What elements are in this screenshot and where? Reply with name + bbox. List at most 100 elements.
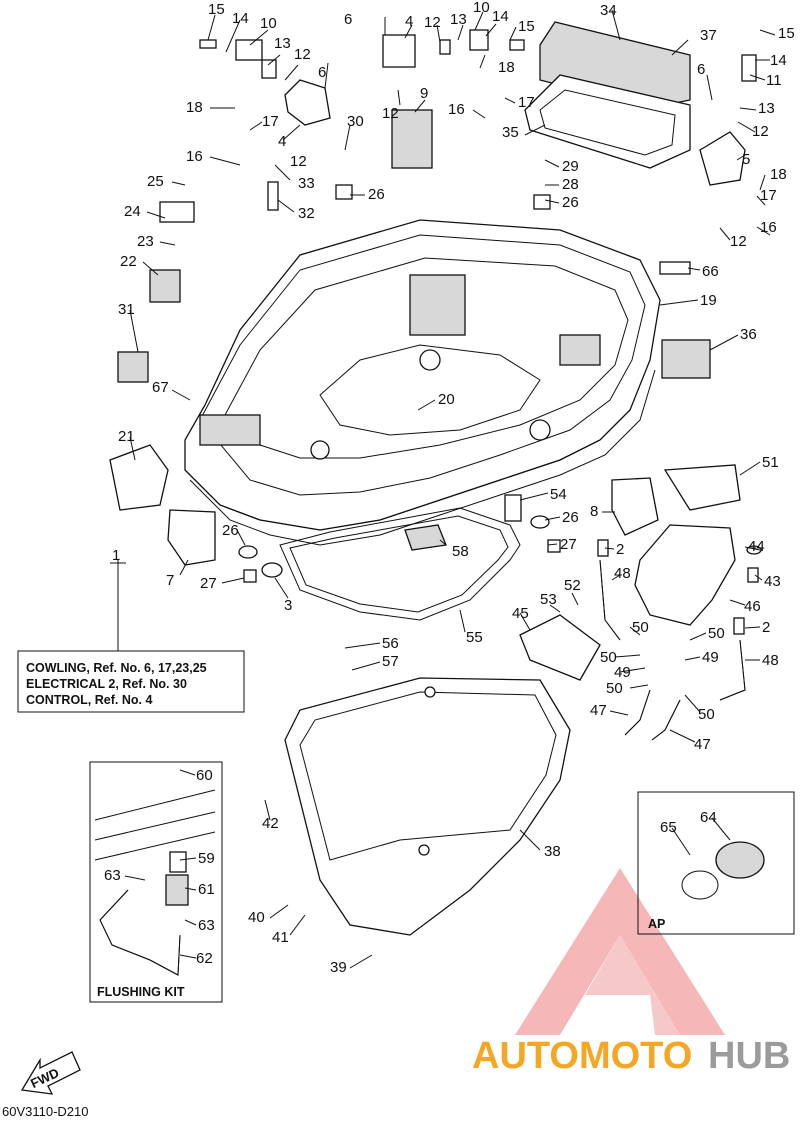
callout-14: 14 bbox=[492, 8, 509, 25]
callout-18: 18 bbox=[498, 59, 515, 76]
callout-14: 14 bbox=[770, 52, 787, 69]
callout-20: 20 bbox=[438, 391, 455, 408]
callout-28: 28 bbox=[562, 176, 579, 193]
bottom-cowling-tray bbox=[184, 219, 661, 546]
ap-label: AP bbox=[648, 917, 665, 931]
callout-16: 16 bbox=[186, 148, 203, 165]
callout-47: 47 bbox=[590, 702, 607, 719]
watermark-brand-part2: HUB bbox=[708, 1035, 790, 1077]
callout-17: 17 bbox=[262, 113, 279, 130]
flushing-kit-panel bbox=[89, 761, 223, 1003]
callout-2: 2 bbox=[616, 541, 624, 558]
callout-12: 12 bbox=[290, 153, 307, 170]
callout-49: 49 bbox=[702, 649, 719, 666]
callout-55: 55 bbox=[466, 629, 483, 646]
callout-58: 58 bbox=[452, 543, 469, 560]
callout-13: 13 bbox=[274, 35, 291, 52]
callout-10: 10 bbox=[260, 15, 277, 32]
callout-12: 12 bbox=[730, 233, 747, 250]
callout-26: 26 bbox=[368, 186, 385, 203]
callout-36: 36 bbox=[740, 326, 757, 343]
top-plate-34-35 bbox=[524, 21, 691, 169]
callout-62: 62 bbox=[196, 950, 213, 967]
reference-line-2: ELECTRICAL 2, Ref. No. 30 bbox=[26, 677, 187, 691]
callout-44: 44 bbox=[748, 538, 765, 555]
callout-10: 10 bbox=[473, 0, 490, 16]
reference-line-1: COWLING, Ref. No. 6, 17,23,25 bbox=[26, 661, 207, 675]
callout-13: 13 bbox=[450, 11, 467, 28]
callout-18: 18 bbox=[186, 99, 203, 116]
callout-31: 31 bbox=[118, 301, 135, 318]
callout-63: 63 bbox=[104, 867, 121, 884]
seal-55 bbox=[279, 507, 521, 621]
callout-43: 43 bbox=[764, 573, 781, 590]
callout-37: 37 bbox=[700, 27, 717, 44]
callout-16: 16 bbox=[760, 219, 777, 236]
callout-50: 50 bbox=[698, 706, 715, 723]
ap-panel bbox=[637, 791, 795, 935]
callout-11: 11 bbox=[766, 72, 782, 89]
callout-6: 6 bbox=[318, 64, 326, 81]
reference-box-frame bbox=[17, 560, 245, 713]
callout-15: 15 bbox=[778, 25, 795, 42]
watermark-logo bbox=[515, 868, 725, 1035]
callout-38: 38 bbox=[544, 843, 561, 860]
callout-50: 50 bbox=[600, 649, 617, 666]
callout-25: 25 bbox=[147, 173, 164, 190]
callout-26: 26 bbox=[222, 522, 239, 539]
callout-22: 22 bbox=[120, 253, 137, 270]
callout-12: 12 bbox=[752, 123, 769, 140]
callout-40: 40 bbox=[248, 909, 265, 926]
callout-27: 27 bbox=[200, 575, 217, 592]
callout-14: 14 bbox=[232, 10, 249, 27]
callout-8: 8 bbox=[590, 503, 598, 520]
callout-23: 23 bbox=[137, 233, 154, 250]
callout-32: 32 bbox=[298, 205, 315, 222]
callout-64: 64 bbox=[700, 809, 717, 826]
callout-35: 35 bbox=[502, 124, 519, 141]
callout-12: 12 bbox=[382, 105, 399, 122]
callout-24: 24 bbox=[124, 203, 141, 220]
callout-48: 48 bbox=[762, 652, 779, 669]
callout-4: 4 bbox=[405, 13, 413, 30]
callout-45: 45 bbox=[512, 605, 529, 622]
callout-56: 56 bbox=[382, 635, 399, 652]
callout-57: 57 bbox=[382, 653, 399, 670]
callout-19: 19 bbox=[700, 292, 717, 309]
figure-code: 60V3110-D210 bbox=[2, 1104, 89, 1119]
callout-12: 12 bbox=[294, 46, 311, 63]
callout-48: 48 bbox=[614, 565, 631, 582]
callout-67: 67 bbox=[152, 379, 169, 396]
callout-6: 6 bbox=[697, 61, 705, 78]
callout-42: 42 bbox=[262, 815, 279, 832]
flushing-kit-label: FLUSHING KIT bbox=[97, 985, 185, 999]
callout-60: 60 bbox=[196, 767, 213, 784]
callout-52: 52 bbox=[564, 577, 581, 594]
callout-15: 15 bbox=[208, 1, 225, 18]
callout-18: 18 bbox=[770, 166, 787, 183]
callout-41: 41 bbox=[272, 929, 289, 946]
callout-26: 26 bbox=[562, 509, 579, 526]
fwd-arrow bbox=[20, 1051, 81, 1095]
callout-63: 63 bbox=[198, 917, 215, 934]
callout-46: 46 bbox=[744, 598, 761, 615]
callout-6: 6 bbox=[344, 11, 352, 28]
callout-53: 53 bbox=[540, 591, 557, 608]
watermark-brand-part1: AUTOMOTO bbox=[472, 1035, 692, 1077]
callout-9: 9 bbox=[420, 85, 428, 102]
callout-34: 34 bbox=[600, 2, 617, 19]
callout-2: 2 bbox=[762, 619, 770, 636]
callout-54: 54 bbox=[550, 486, 567, 503]
callout-3: 3 bbox=[284, 597, 292, 614]
callout-16: 16 bbox=[448, 101, 465, 118]
callout-49: 49 bbox=[614, 664, 631, 681]
callout-29: 29 bbox=[562, 158, 579, 175]
callout-50: 50 bbox=[606, 680, 623, 697]
callout-17: 17 bbox=[760, 187, 777, 204]
lower-apron-38 bbox=[284, 677, 571, 936]
callout-7: 7 bbox=[166, 572, 174, 589]
callout-51: 51 bbox=[762, 454, 779, 471]
intake-duct-46 bbox=[519, 524, 736, 681]
